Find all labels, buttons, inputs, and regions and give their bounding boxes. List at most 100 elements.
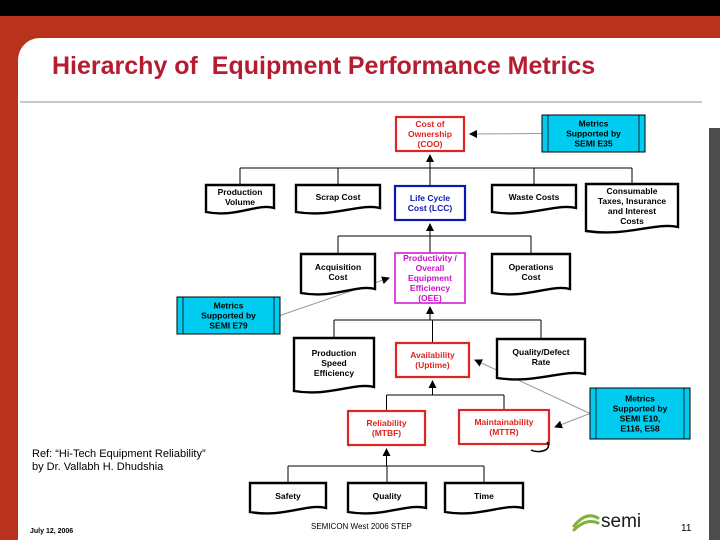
e10-label-line-4: E116, E58 (620, 424, 660, 434)
e35-label-line-2: Supported by (566, 129, 621, 139)
acquisition-cost-label-line-1: Acquisition (315, 262, 361, 272)
consumable-label-line-2: Taxes, Insurance (598, 196, 667, 206)
scrap-cost-label-line-1: Scrap Cost (316, 192, 361, 202)
quality-shape (346, 481, 428, 515)
maintainability-label-line-2: (MTTR) (489, 427, 518, 437)
maintainability-shape (457, 408, 551, 446)
production-speed-label-line-3: Efficiency (314, 368, 354, 378)
production-volume-shape (204, 183, 276, 215)
node-quality: Quality (346, 481, 428, 515)
title-divider (20, 101, 702, 103)
e10-label-line-1: Metrics (625, 394, 655, 404)
lcc-label-line-1: Life Cycle (410, 193, 450, 203)
top-black-bar (0, 0, 720, 16)
e79-label-line-1: Metrics (214, 301, 244, 311)
e35-label-line-1: Metrics (579, 119, 609, 129)
node-safety: Safety (248, 481, 328, 515)
availability-label-line-1: Availability (410, 350, 455, 360)
slide-title: Hierarchy of Equipment Performance Metri… (52, 52, 596, 80)
production-speed-shape (292, 336, 376, 394)
quality-defect-label-line-1: Quality/Defect (512, 347, 569, 357)
node-maintainability: Maintainability(MTTR) (457, 408, 551, 453)
operations-cost-shape (490, 252, 572, 296)
quality-label-line-1: Quality (373, 491, 402, 501)
page-number: 11 (681, 523, 692, 534)
production-speed-label-line-2: Speed (321, 358, 347, 368)
oee-label-line-5: (OEE) (418, 293, 442, 303)
e35-to-coo-arrow (469, 129, 543, 138)
waste-costs-shape (490, 183, 578, 215)
node-availability: Availability(Uptime) (394, 341, 471, 379)
e35-box (541, 114, 646, 153)
reliability-shape (346, 409, 427, 447)
maintainability-curl (530, 441, 550, 453)
consumable-label-line-1: Consumable (606, 186, 657, 196)
e10-to-maintainability-arrow (554, 413, 591, 429)
footer-date: July 12, 2006 (30, 528, 74, 535)
oee-label-line-3: Equipment (408, 273, 452, 283)
logo-wordmark: semi (601, 511, 641, 532)
quality-defect-shape (495, 337, 587, 381)
availability-label-line-2: (Uptime) (415, 360, 450, 370)
node-oee: Productivity /OverallEquipmentEfficiency… (394, 252, 466, 304)
node-waste-costs: Waste Costs (490, 183, 578, 215)
acquisition-cost-shape (299, 252, 377, 296)
e10-label-line-3: SEMI E10, (620, 414, 661, 424)
safety-shape (248, 481, 328, 515)
reliability-label-line-2: (MTBF) (372, 428, 401, 438)
oee-label-line-4: Efficiency (410, 283, 450, 293)
quality-defect-label-line-2: Rate (532, 357, 551, 367)
node-reliability: Reliability(MTBF) (346, 409, 427, 447)
production-volume-label-line-2: Volume (225, 197, 255, 207)
operations-cost-label-line-2: Cost (522, 272, 541, 282)
semi-logo: semi (572, 511, 641, 532)
consumable-label-line-3: and Interest (608, 206, 656, 216)
e10-inner-border (595, 387, 685, 440)
reliability-label-line-1: Reliability (366, 418, 406, 428)
coo-label-line-1: Cost of (415, 119, 444, 129)
e10-label-line-2: Supported by (613, 404, 668, 414)
e35-inner-border (547, 114, 640, 153)
oee-label-line-2: Overall (416, 263, 445, 273)
e10-to-availability-arrow (474, 359, 591, 414)
oee-shape (394, 252, 466, 304)
consumable-label-line-4: Costs (620, 216, 644, 226)
right-gray-bar (709, 128, 720, 540)
waste-costs-label-line-1: Waste Costs (509, 192, 560, 202)
reference-line-2: by Dr. Vallabh H. Dhudshia (32, 461, 164, 473)
node-time: Time (443, 481, 525, 515)
connectors (239, 154, 633, 483)
production-volume-label-line-1: Production (218, 187, 263, 197)
scrap-cost-shape (294, 183, 382, 215)
node-scrap-cost: Scrap Cost (294, 183, 382, 215)
coo-shape (394, 115, 466, 153)
reference-note: Ref: “Hi-Tech Equipment Reliability” by … (32, 448, 206, 474)
production-speed-label-line-1: Production (312, 348, 357, 358)
e35-label-line-3: SEMI E35 (574, 139, 613, 149)
acquisition-cost-label-line-2: Cost (329, 272, 348, 282)
reference-line-1: Ref: “Hi-Tech Equipment Reliability” (32, 448, 206, 460)
time-label-line-1: Time (474, 491, 494, 501)
e79-label-line-3: SEMI E79 (209, 321, 248, 331)
e79-box (176, 296, 281, 335)
lcc-label-line-2: Cost (LCC) (408, 203, 453, 213)
e79-label-line-2: Supported by (201, 311, 256, 321)
availability-shape (394, 341, 471, 379)
lcc-shape (393, 184, 467, 222)
time-shape (443, 481, 525, 515)
